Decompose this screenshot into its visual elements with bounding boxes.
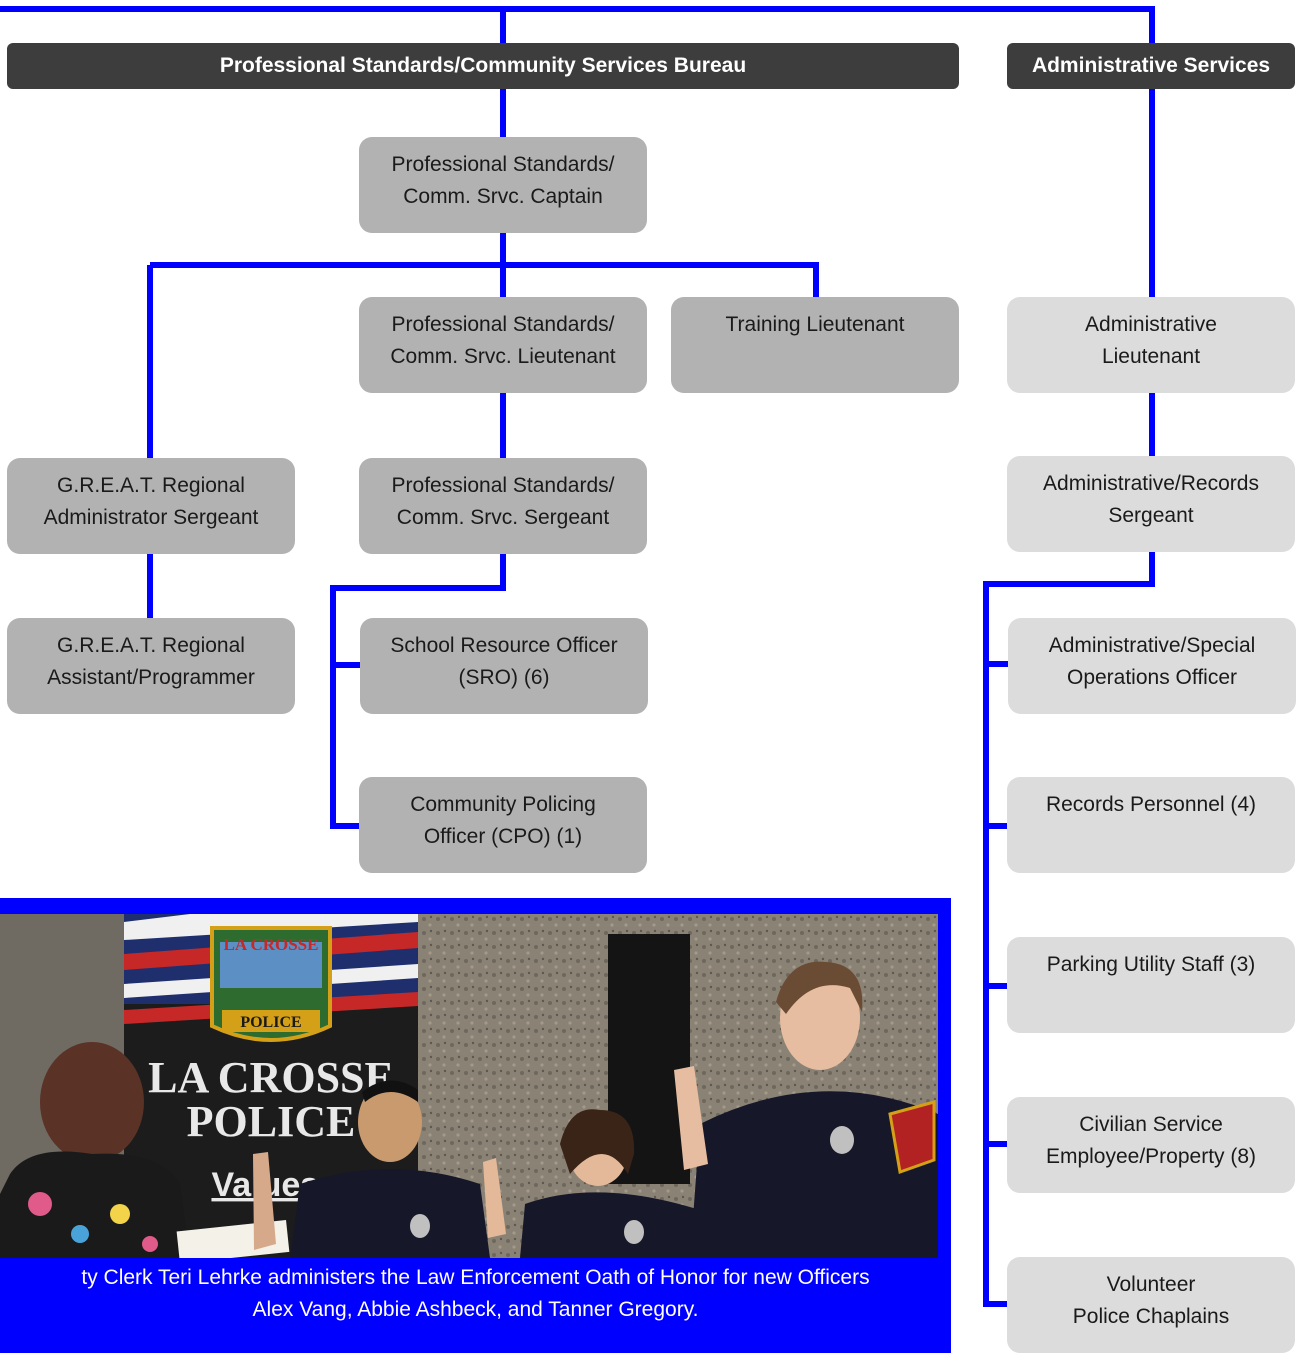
great-sergeant-line2: Administrator Sergeant	[43, 506, 259, 529]
banner-line2: POLICE	[187, 1097, 356, 1146]
banner-line1: LA CROSSE	[148, 1053, 394, 1102]
training-lieutenant-line1: Training Lieutenant	[725, 313, 905, 336]
civilian-service-line1: Civilian Service	[1079, 1113, 1223, 1136]
volunteer-chaplains-box: Volunteer Police Chaplains	[1007, 1257, 1295, 1353]
patch-top-text: LA CROSSE	[224, 935, 319, 954]
great-sergeant-line1: G.R.E.A.T. Regional	[57, 474, 245, 497]
top-connector	[0, 6, 1155, 48]
clerk-figure	[0, 1042, 290, 1258]
patch-bottom-text: POLICE	[240, 1014, 301, 1031]
officer-ashbeck	[483, 1109, 706, 1258]
cpo-line2: Officer (CPO) (1)	[423, 825, 583, 848]
ps-bureau-title: Professional Standards/Community Service…	[219, 54, 747, 77]
ps-captain-line1: Professional Standards/	[391, 153, 615, 176]
great-assistant-line2: Assistant/Programmer	[47, 666, 255, 689]
admin-lieutenant-line2: Lieutenant	[1101, 345, 1201, 368]
admin-special-ops-box: Administrative/Special Operations Office…	[1008, 618, 1296, 714]
great-assistant-line1: G.R.E.A.T. Regional	[57, 634, 245, 657]
cpo-box: Community Policing Officer (CPO) (1)	[359, 777, 647, 873]
parking-utility-box: Parking Utility Staff (3)	[1007, 937, 1295, 1033]
captain-branch-connector	[147, 232, 819, 462]
ps-bureau-header: Professional Standards/Community Service…	[7, 43, 959, 89]
records-personnel-line1: Records Personnel (4)	[1045, 793, 1257, 816]
volunteer-chaplains-line1: Volunteer	[1106, 1273, 1196, 1296]
photo-caption: ty Clerk Teri Lehrke administers the Law…	[0, 1262, 951, 1342]
ps-lieutenant-box: Professional Standards/ Comm. Srvc. Lieu…	[359, 297, 647, 393]
ps-sergeant-line1: Professional Standards/	[391, 474, 615, 497]
swearing-in-illustration: LA CROSSE POLICE LA CROSSE POLICE Values…	[0, 914, 938, 1258]
caption-line1: ty Clerk Teri Lehrke administers the Law…	[81, 1266, 870, 1289]
civilian-service-line2: Employee/Property (8)	[1045, 1145, 1257, 1168]
admin-bureau-title: Administrative Services	[1031, 54, 1271, 77]
sro-box: School Resource Officer (SRO) (6)	[360, 618, 648, 714]
admin-lieutenant-box: Administrative Lieutenant	[1007, 297, 1295, 393]
ps-lieutenant-line1: Professional Standards/	[391, 313, 615, 336]
admin-records-sergeant-line1: Administrative/Records	[1043, 472, 1259, 495]
admin-lieutenant-line1: Administrative	[1085, 313, 1217, 336]
swearing-in-photo: LA CROSSE POLICE LA CROSSE POLICE Values…	[0, 914, 938, 1258]
great-assistant-box: G.R.E.A.T. Regional Assistant/Programmer	[7, 618, 295, 714]
admin-records-sergeant-line2: Sergeant	[1108, 504, 1194, 527]
parking-utility-line1: Parking Utility Staff (3)	[1046, 953, 1256, 976]
admin-records-sergeant-box: Administrative/Records Sergeant	[1007, 456, 1295, 552]
caption-line2: Alex Vang, Abbie Ashbeck, and Tanner Gre…	[252, 1298, 699, 1321]
ps-sergeant-line2: Comm. Srvc. Sergeant	[396, 506, 610, 529]
sergeant-officers-connector	[330, 552, 506, 829]
volunteer-chaplains-line2: Police Chaplains	[1072, 1305, 1230, 1328]
officer-vang	[253, 1080, 490, 1258]
admin-special-ops-line1: Administrative/Special	[1048, 634, 1256, 657]
ps-captain-line2: Comm. Srvc. Captain	[403, 185, 603, 208]
admin-bureau-header: Administrative Services	[1007, 43, 1295, 89]
admin-special-ops-line2: Operations Officer	[1066, 666, 1238, 689]
civilian-service-box: Civilian Service Employee/Property (8)	[1007, 1097, 1295, 1193]
officer-gregory	[674, 961, 938, 1258]
cpo-line1: Community Policing	[410, 793, 596, 816]
ps-lieutenant-line2: Comm. Srvc. Lieutenant	[390, 345, 616, 368]
admin-staff-connector	[983, 552, 1155, 1307]
records-personnel-box: Records Personnel (4)	[1007, 777, 1295, 873]
sro-line2: (SRO) (6)	[458, 666, 550, 689]
ps-sergeant-box: Professional Standards/ Comm. Srvc. Serg…	[359, 458, 647, 554]
great-sergeant-box: G.R.E.A.T. Regional Administrator Sergea…	[7, 458, 295, 554]
ps-captain-box: Professional Standards/ Comm. Srvc. Capt…	[359, 137, 647, 233]
sro-line1: School Resource Officer	[390, 634, 618, 657]
training-lieutenant-box: Training Lieutenant	[671, 297, 959, 393]
